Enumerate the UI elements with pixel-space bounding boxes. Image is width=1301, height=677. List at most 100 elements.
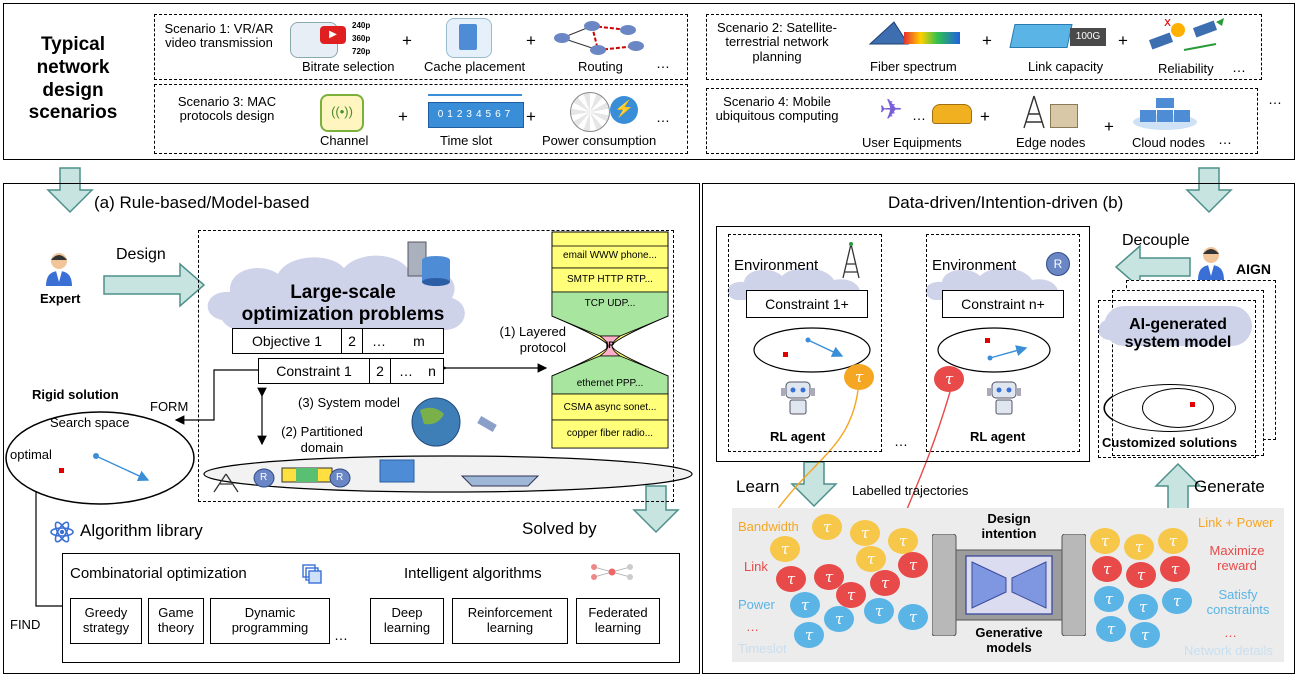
scenario-2-box bbox=[706, 14, 1262, 80]
cache-server-inner-icon bbox=[459, 24, 477, 50]
s2-item-reliability: Reliability bbox=[1158, 61, 1214, 76]
plus: + bbox=[982, 31, 992, 50]
tau-token: τ bbox=[888, 528, 918, 554]
algo-greedy: Greedy strategy bbox=[70, 598, 142, 644]
database-icon bbox=[407, 241, 450, 286]
fiber-spectrum-icon bbox=[868, 20, 962, 54]
customized-label: Customized solutions bbox=[1102, 435, 1238, 450]
algo-dynamic-programming: Dynamic programming bbox=[210, 598, 330, 644]
router-label: R bbox=[336, 472, 344, 483]
s3-item-timeslot: Time slot bbox=[440, 133, 493, 148]
design-label: Design bbox=[116, 246, 166, 263]
ellipsis: … bbox=[1232, 59, 1246, 75]
algo-game-theory: Game theory bbox=[148, 598, 204, 644]
protocol-layer: IP bbox=[605, 340, 615, 350]
rl-env-box-1 bbox=[728, 234, 882, 452]
right-heading: Data-driven/Intention-driven (b) bbox=[888, 193, 1124, 212]
plus: + bbox=[1104, 117, 1114, 136]
plus: + bbox=[980, 107, 990, 126]
layered-protocol-label: (1) Layered protocol bbox=[499, 324, 566, 355]
algo-federated: Federated learning bbox=[576, 598, 660, 644]
plus: + bbox=[1118, 31, 1128, 50]
constraint-n-box: Constraint n+ bbox=[942, 290, 1064, 318]
decouple-label: Decouple bbox=[1122, 232, 1190, 249]
capacity-badge: 100G bbox=[1070, 28, 1106, 46]
plus: + bbox=[526, 31, 536, 50]
res-240: 240p bbox=[352, 21, 371, 30]
tau-token: τ bbox=[1092, 556, 1122, 582]
ai-solution-inner bbox=[1142, 388, 1214, 428]
arrow-design-right bbox=[103, 262, 206, 308]
label-bandwidth: Bandwidth bbox=[738, 519, 799, 534]
label-ellipsis: … bbox=[746, 619, 759, 634]
tau-token: τ bbox=[812, 514, 842, 540]
protocol-layer: copper fiber radio... bbox=[566, 428, 654, 439]
ai-model-cloud bbox=[1104, 306, 1252, 346]
rl-ellipse-1 bbox=[753, 327, 871, 373]
power-radar-icon bbox=[570, 92, 610, 132]
arrow-decouple-left bbox=[1114, 244, 1191, 290]
ai-model-box bbox=[1098, 300, 1256, 458]
tau-token: τ bbox=[870, 570, 900, 596]
optimal-label: optimal bbox=[10, 447, 52, 462]
network-ellipse bbox=[203, 455, 693, 493]
plus: + bbox=[526, 107, 536, 126]
scenario-3-box bbox=[154, 84, 688, 154]
protocol-layer: TCP UDP... bbox=[584, 298, 636, 309]
optimization-title: Large-scale optimization problems bbox=[241, 282, 445, 325]
protocol-hourglass bbox=[551, 231, 669, 449]
label-power: Power bbox=[738, 597, 775, 612]
trajectory-token-red: τ bbox=[934, 366, 964, 392]
rl-agent-label-1: RL agent bbox=[770, 429, 826, 444]
trajectory-token-orange: τ bbox=[844, 364, 874, 390]
neural-net-icon bbox=[590, 562, 634, 582]
tau-token: τ bbox=[1096, 616, 1126, 642]
ellipsis: … bbox=[656, 109, 670, 125]
tau-token: τ bbox=[1090, 528, 1120, 554]
tower-icon bbox=[1020, 94, 1048, 130]
atom-icon bbox=[50, 520, 74, 544]
ai-solution-point bbox=[1190, 402, 1195, 407]
block-arrows bbox=[46, 167, 1233, 534]
arrow-learn-down bbox=[790, 461, 838, 508]
combinatorial-label: Combinatorial optimization bbox=[70, 565, 247, 582]
youtube-icon: ▶ bbox=[320, 26, 346, 44]
switch-icon bbox=[1009, 24, 1073, 48]
layers-icon bbox=[302, 564, 322, 584]
right-panel bbox=[702, 183, 1295, 674]
ai-solution-ellipse bbox=[1104, 384, 1236, 432]
res-360: 360p bbox=[352, 34, 371, 43]
plus: + bbox=[402, 31, 412, 50]
scenario-2-title: Scenario 2: Satellite-terrestrial networ… bbox=[717, 20, 837, 64]
tau-token: τ bbox=[770, 536, 800, 562]
tau-token: τ bbox=[794, 622, 824, 648]
search-space-label: Search space bbox=[50, 415, 130, 430]
time-slot-bar: 01234567 bbox=[428, 102, 524, 128]
car-icon bbox=[932, 104, 972, 124]
tau-token: τ bbox=[850, 520, 880, 546]
rl-env-box-2 bbox=[926, 234, 1080, 452]
s4-item-cloud: Cloud nodes bbox=[1132, 135, 1205, 150]
ellipsis: … bbox=[894, 433, 908, 449]
arrow-solved-down bbox=[632, 485, 680, 534]
form-arrow bbox=[174, 369, 258, 425]
opt-cloud bbox=[207, 255, 465, 330]
res-720: 720p bbox=[352, 47, 371, 56]
tau-token: τ bbox=[790, 592, 820, 618]
aign-label: AIGN bbox=[1236, 261, 1271, 277]
protocol-layer: CSMA async sonet... bbox=[563, 402, 657, 413]
find-label: FIND bbox=[10, 617, 41, 632]
labelled-trajectories-label: Labelled trajectories bbox=[852, 483, 969, 498]
scenario-3-title: Scenario 3: MAC protocols design bbox=[177, 94, 277, 124]
tau-token: τ bbox=[1094, 586, 1124, 612]
svg-text:x: x bbox=[1164, 16, 1171, 29]
channel-icon: ((•)) bbox=[320, 94, 364, 132]
robot-icon-2 bbox=[986, 376, 1022, 416]
generative-models-label: Generative models bbox=[975, 625, 1043, 655]
routing-graph-icon bbox=[552, 18, 648, 58]
edge-server-icon bbox=[1050, 104, 1078, 128]
algo-reinforcement: Reinforcement learning bbox=[452, 598, 568, 644]
generate-label: Generate bbox=[1194, 477, 1265, 496]
protocol-layer: email WWW phone... bbox=[563, 250, 657, 261]
tau-token: τ bbox=[898, 604, 928, 630]
